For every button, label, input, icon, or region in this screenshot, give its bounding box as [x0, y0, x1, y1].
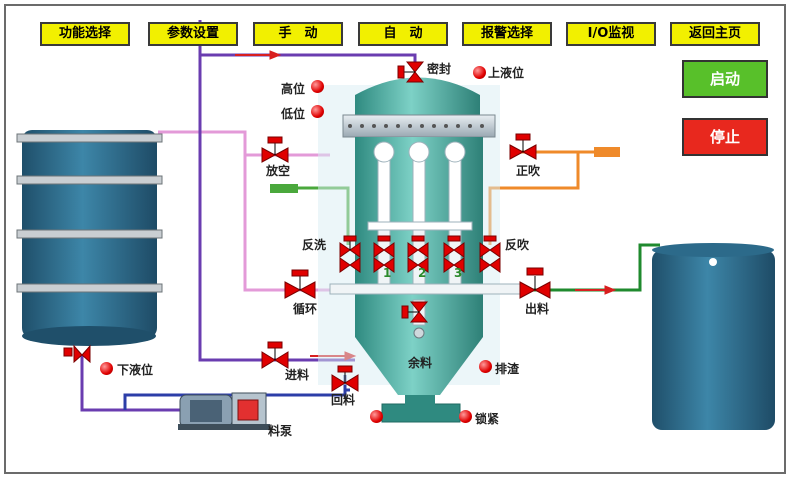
backwash-valve	[339, 235, 361, 258]
slag-discharge-lamp	[479, 360, 492, 373]
pipe-feed-line	[198, 20, 270, 362]
high-level-lamp	[311, 80, 324, 93]
residual-valve	[401, 301, 429, 323]
label-return-feed: 回料	[331, 393, 356, 407]
label-vent: 放空	[266, 164, 291, 178]
nav-param-settings[interactable]: 参数设置	[148, 22, 238, 46]
nav-return-home[interactable]: 返回主页	[670, 22, 760, 46]
nav-io-monitor[interactable]: I/O监视	[566, 22, 656, 46]
label-filter-3: 3	[454, 266, 463, 280]
backblow-valve	[479, 235, 501, 258]
label-slag-discharge: 排渣	[495, 362, 520, 376]
label-upper-level: 上液位	[488, 66, 525, 80]
label-backblow: 反吹	[505, 238, 530, 252]
label-high-level: 高位	[281, 82, 306, 96]
lower-level-lamp	[100, 362, 113, 375]
discharge-valve	[519, 267, 551, 299]
label-recirculate: 循环	[293, 302, 318, 316]
label-low-level: 低位	[281, 107, 306, 121]
nav-manual[interactable]: 手 动	[253, 22, 343, 46]
seal-valve	[397, 61, 425, 83]
vent-valve	[261, 136, 289, 163]
upper-level-lamp	[473, 66, 486, 79]
label-feed-pump: 料泵	[268, 424, 293, 438]
feed-pump	[178, 392, 270, 430]
label-discharge: 出料	[525, 302, 550, 316]
nav-auto[interactable]: 自 动	[358, 22, 448, 46]
label-lower-level: 下液位	[117, 363, 154, 377]
nav-func-select[interactable]: 功能选择	[40, 22, 130, 46]
start-button[interactable]: 启动	[682, 60, 768, 98]
product-tank	[652, 250, 775, 430]
recirculate-valve	[284, 269, 316, 299]
filter-vessel-cone	[355, 337, 483, 395]
filter-vessel-top	[355, 77, 480, 115]
pipe-recirc-line	[243, 132, 300, 292]
label-forward-blow: 正吹	[516, 164, 541, 178]
return-valve	[331, 365, 359, 392]
low-level-lamp	[311, 105, 324, 118]
label-seal: 密封	[427, 62, 452, 76]
label-filter-1: 1	[383, 266, 392, 280]
label-lock-tight: 锁紧	[475, 412, 500, 426]
label-feed: 进料	[285, 368, 310, 382]
label-residual: 余料	[408, 356, 433, 370]
forward-blow-valve	[509, 133, 537, 160]
label-backwash: 反洗	[302, 238, 327, 252]
stop-button[interactable]: 停止	[682, 118, 768, 156]
nav-alarm-select[interactable]: 报警选择	[462, 22, 552, 46]
label-filter-2: 2	[418, 266, 427, 280]
feed-valve	[261, 341, 289, 369]
lock-tight-lamp	[459, 410, 472, 423]
lower-level-valve	[63, 344, 91, 364]
bottom-lamp	[370, 410, 383, 423]
